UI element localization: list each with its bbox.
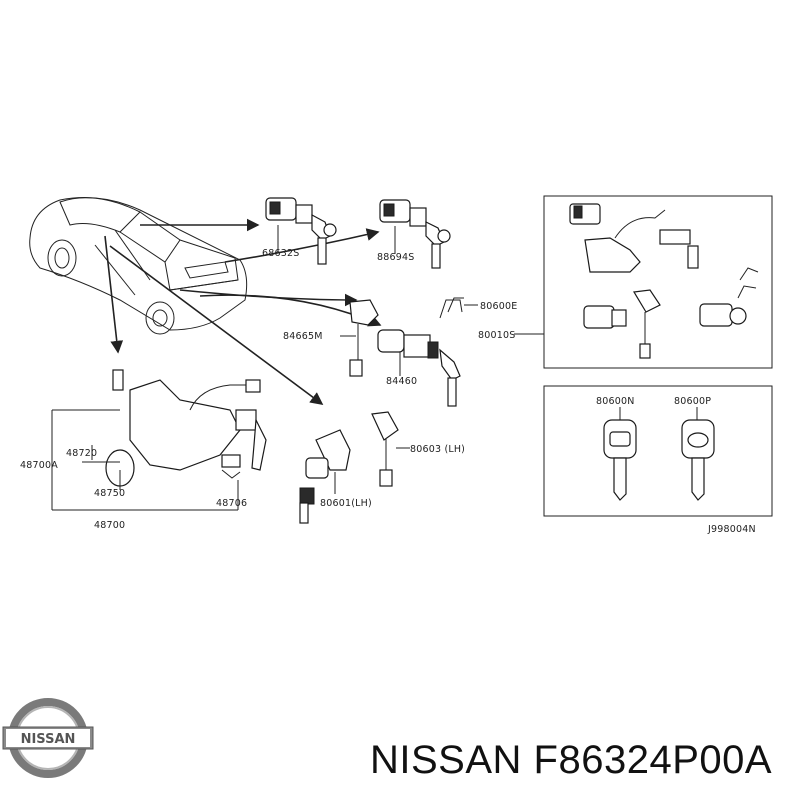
lock-cylinder-88694S — [379, 199, 451, 269]
label-88694S: 88694S — [377, 252, 414, 263]
label-48706: 48706 — [216, 498, 247, 509]
label-80603: 80603 (LH) — [410, 444, 465, 455]
lock-set-box — [543, 195, 773, 369]
logo-text: NISSAN — [21, 732, 76, 747]
label-48750: 48750 — [94, 488, 125, 499]
label-68632S: 68632S — [262, 248, 299, 259]
label-80601: 80601(LH) — [320, 498, 372, 509]
keys-box — [543, 385, 773, 517]
label-80600N: 80600N — [596, 396, 635, 407]
label-48720: 48720 — [66, 448, 97, 459]
trunk-lock-cylinder — [265, 197, 337, 265]
clip-80600E — [439, 299, 463, 319]
lock-84460 — [377, 329, 461, 407]
label-80600P: 80600P — [674, 396, 711, 407]
callout-lines-48700 — [51, 409, 239, 511]
car-illustration — [29, 197, 248, 335]
label-80010S: 80010S — [478, 330, 515, 341]
page-title: NISSAN F86324P00A — [370, 738, 773, 782]
drawing-code: J998004N — [707, 524, 756, 535]
label-84665M: 84665M — [283, 331, 323, 342]
nissan-logo: NISSAN — [2, 698, 94, 778]
rod-84665M — [349, 299, 379, 377]
label-80600E: 80600E — [480, 301, 517, 312]
ignition-assembly — [105, 369, 267, 487]
label-48700A: 48700A — [20, 460, 58, 471]
door-lock-lh — [299, 411, 399, 524]
label-48700: 48700 — [94, 520, 125, 531]
label-84460: 84460 — [386, 376, 417, 387]
